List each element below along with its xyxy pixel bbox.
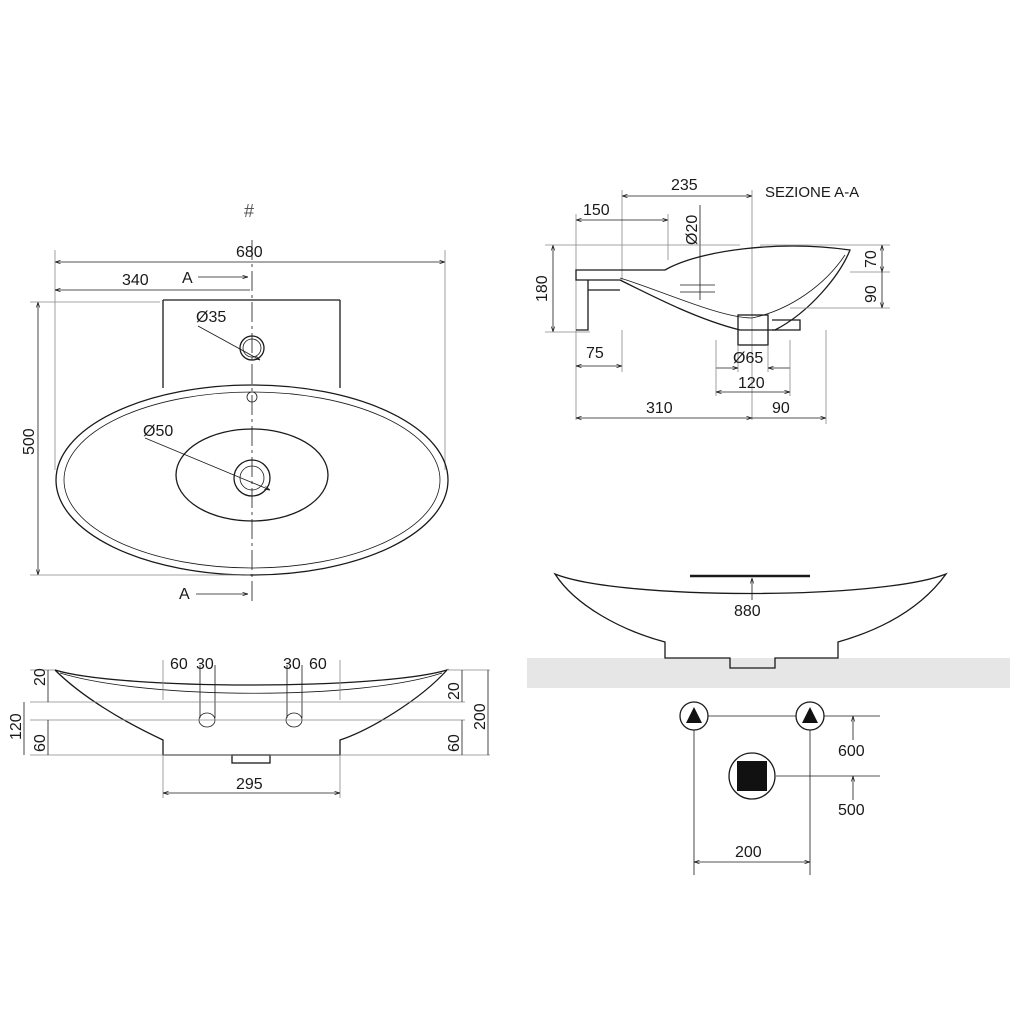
drain-diameter: Ø50	[143, 423, 173, 440]
dim-310: 310	[646, 400, 673, 417]
wall-view: 880	[527, 572, 1010, 688]
dim-d65: Ø65	[733, 350, 763, 367]
dim-340: 340	[122, 272, 149, 289]
dim-75: 75	[586, 345, 604, 362]
dim-20-right: 20	[446, 682, 463, 700]
drain-outlet-icon	[728, 752, 776, 800]
dim-70: 70	[863, 250, 880, 268]
hash-mark: #	[244, 201, 254, 221]
dim-680: 680	[236, 244, 263, 261]
dim-120-left: 120	[8, 713, 25, 740]
front-view: 60 30 30 60 20 120 60 20 60 200 295	[8, 656, 490, 798]
section-marker-top: A	[182, 270, 193, 287]
dim-60-right-vertical: 60	[446, 734, 463, 752]
dim-600: 600	[838, 743, 865, 760]
dim-20-left: 20	[32, 668, 49, 686]
dim-880: 880	[734, 603, 761, 620]
dim-60-right: 60	[309, 656, 327, 673]
floor-band	[527, 658, 1010, 688]
dim-30-left: 30	[196, 656, 214, 673]
dim-30-right: 30	[283, 656, 301, 673]
dim-180: 180	[534, 275, 551, 302]
dim-90-horizontal: 90	[772, 400, 790, 417]
dim-120: 120	[738, 375, 765, 392]
top-view: # 680 340 A A Ø35 Ø50	[21, 201, 449, 605]
dim-235: 235	[671, 177, 698, 194]
tap-hole-diameter: Ø35	[196, 309, 226, 326]
dim-500: 500	[21, 428, 38, 455]
dim-90-vertical: 90	[863, 285, 880, 303]
dim-150: 150	[583, 202, 610, 219]
dim-295: 295	[236, 776, 263, 793]
install-view: 600 500 200	[679, 701, 880, 875]
dim-60-left: 60	[170, 656, 188, 673]
dim-d20: Ø20	[684, 215, 701, 245]
cold-water-icon	[795, 701, 825, 731]
section-view: SEZIONE A-A 235 150 Ø20 180 70	[534, 177, 890, 424]
hot-water-icon	[679, 701, 709, 731]
dim-500-install: 500	[838, 802, 865, 819]
dim-60-left-vertical: 60	[32, 734, 49, 752]
dim-200-install: 200	[735, 844, 762, 861]
section-marker-bottom: A	[179, 586, 190, 603]
section-title: SEZIONE A-A	[765, 184, 859, 201]
dim-200-right: 200	[472, 703, 489, 730]
